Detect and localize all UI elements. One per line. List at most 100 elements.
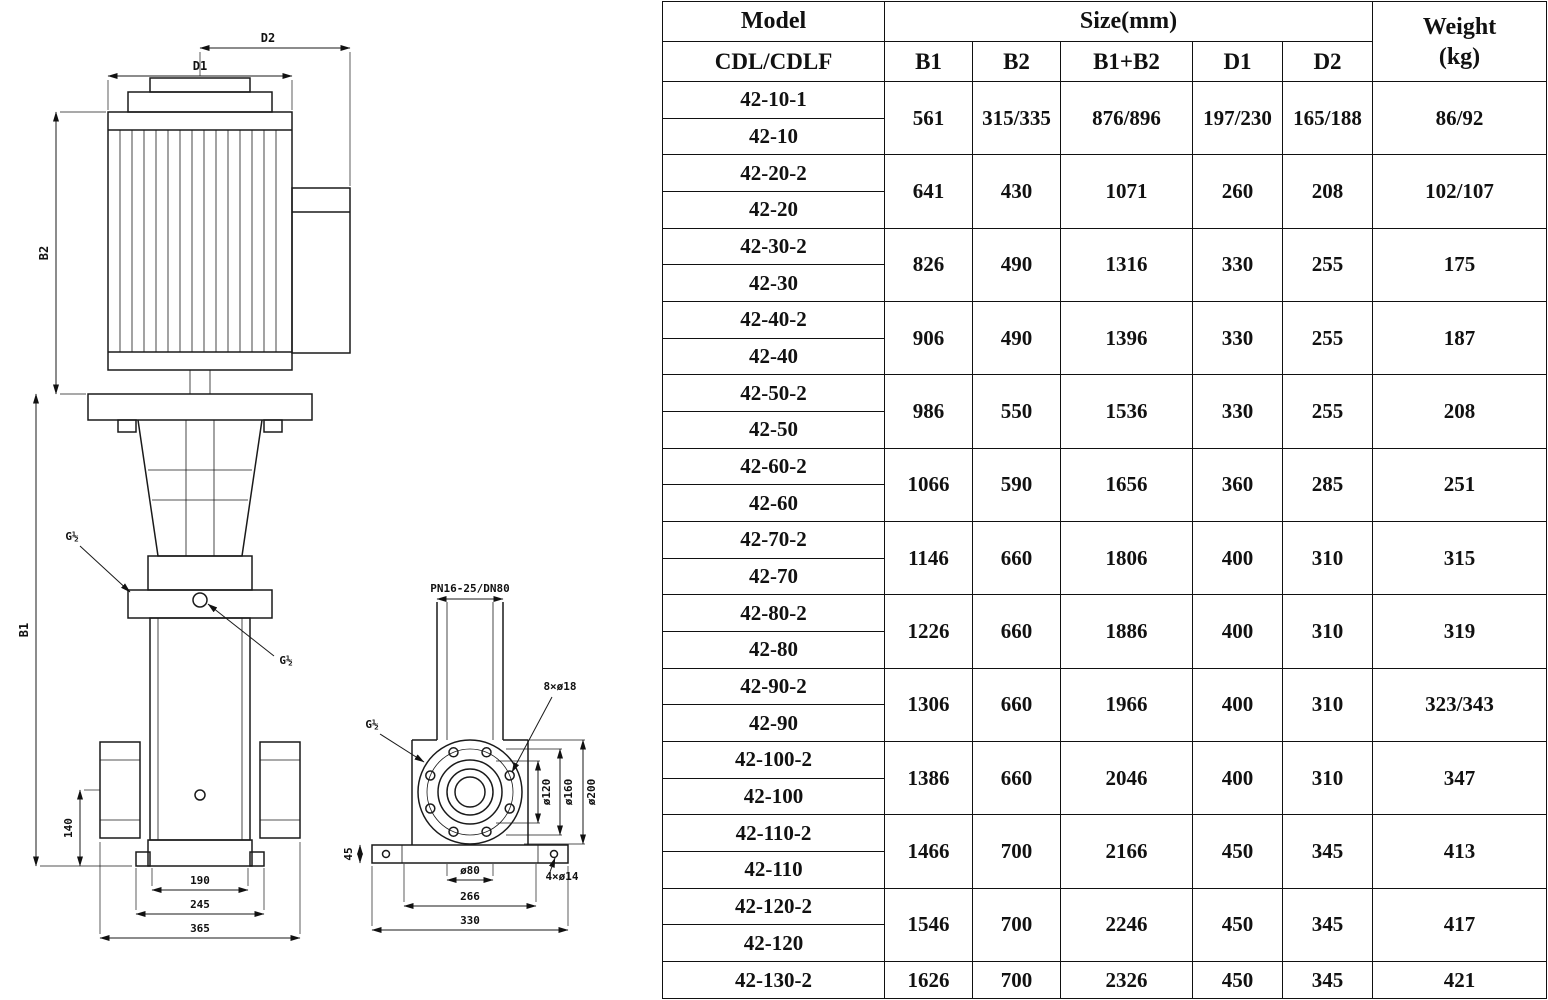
- junction-box: [291, 187, 351, 354]
- model-cell: 42-80: [662, 631, 885, 669]
- weight-cell: 323/343: [1372, 667, 1548, 743]
- d2-cell: 310: [1281, 594, 1374, 669]
- d2-cell: 165/188: [1281, 80, 1374, 156]
- d1-cell: 330: [1192, 227, 1283, 303]
- dim-label-dia80: ø80: [460, 864, 480, 877]
- b1b2-cell: 1396: [1060, 301, 1193, 376]
- b2-cell: 700: [972, 961, 1061, 999]
- b1-cell: 826: [884, 227, 973, 303]
- b1b2-cell: 1071: [1060, 154, 1193, 229]
- dim-label-dia200: ø200: [585, 779, 598, 806]
- base-bolt-hole: [549, 849, 559, 859]
- header-model: Model: [662, 1, 885, 42]
- b1b2-cell: 2166: [1060, 814, 1193, 889]
- pn-dn-label: PN16-25/DN80: [430, 582, 509, 595]
- b2-cell: 550: [972, 374, 1061, 449]
- d1-cell: 400: [1192, 521, 1283, 596]
- model-cell: 42-100-2: [662, 741, 885, 779]
- pump-front-view: [87, 77, 351, 867]
- weight-cell: 319: [1372, 594, 1548, 669]
- b1b2-cell: 1656: [1060, 447, 1193, 523]
- b1-cell: 906: [884, 301, 973, 376]
- gauge-port: [192, 592, 208, 608]
- d2-cell: 255: [1281, 227, 1374, 303]
- b1b2-cell: 1316: [1060, 227, 1193, 303]
- discharge-flange: [259, 741, 301, 839]
- weight-cell: 413: [1372, 814, 1548, 889]
- b2-cell: 590: [972, 447, 1061, 523]
- d1-cell: 400: [1192, 667, 1283, 743]
- d2-cell: 285: [1281, 447, 1374, 523]
- weight-cell: 175: [1372, 227, 1548, 303]
- header-weight-line2: (kg): [1438, 43, 1481, 70]
- weight-cell: 315: [1372, 521, 1548, 596]
- model-cell: 42-110: [662, 851, 885, 889]
- dim-label-d2: D2: [261, 31, 275, 45]
- base-bolt-hole: [381, 849, 391, 859]
- weight-cell: 86/92: [1372, 80, 1548, 156]
- model-cell: 42-90: [662, 704, 885, 743]
- flange-outer-circle: [417, 739, 523, 845]
- d1-cell: 197/230: [1192, 80, 1283, 156]
- flange-view-dimensions: PN16-25/DN80 8×ø18 ø120 ø160 ø200: [342, 582, 598, 933]
- table-row: 42-40: [662, 337, 1547, 376]
- b2-cell: 660: [972, 594, 1061, 669]
- b1b2-cell: 1886: [1060, 594, 1193, 669]
- d2-cell: 345: [1281, 887, 1374, 963]
- d1-cell: 450: [1192, 887, 1283, 963]
- header-b1: B1: [884, 41, 973, 82]
- b1b2-cell: 1966: [1060, 667, 1193, 743]
- model-cell: 42-70-2: [662, 521, 885, 559]
- table-header-row-1: Model Size(mm) Weight (kg): [662, 1, 1548, 82]
- model-cell: 42-90-2: [662, 667, 885, 706]
- b1-cell: 641: [884, 154, 973, 229]
- flange-view-base: [371, 844, 569, 864]
- weight-cell: 208: [1372, 374, 1548, 449]
- b2-cell: 430: [972, 154, 1061, 229]
- model-cell: 42-50: [662, 411, 885, 449]
- table-row: 42-100: [662, 777, 1547, 816]
- weight-cell: 417: [1372, 887, 1548, 963]
- table-row: 42-120: [662, 924, 1547, 963]
- table-header-row-2: CDL/CDLF B1 B2 B1+B2 D1 D2: [662, 41, 1547, 82]
- pump-base: [147, 839, 253, 867]
- d1-cell: 330: [1192, 301, 1283, 376]
- header-weight-line1: Weight: [1422, 13, 1497, 40]
- dim-label-330: 330: [460, 914, 480, 927]
- flange-bolt-holes: [425, 747, 515, 837]
- model-cell: 42-70: [662, 557, 885, 596]
- weight-cell: 421: [1372, 961, 1548, 999]
- b1-cell: 1546: [884, 887, 973, 963]
- suction-flange: [99, 741, 141, 839]
- b1b2-cell: 2046: [1060, 741, 1193, 816]
- dim-label-dia120: ø120: [540, 779, 553, 806]
- header-d1: D1: [1192, 41, 1283, 82]
- b1b2-cell: 2246: [1060, 887, 1193, 963]
- motor-stool-flange: [87, 393, 313, 421]
- d2-cell: 310: [1281, 521, 1374, 596]
- b1-cell: 1386: [884, 741, 973, 816]
- model-cell: 42-40-2: [662, 301, 885, 339]
- table-row: 42-60: [662, 484, 1547, 523]
- header-b2: B2: [972, 41, 1061, 82]
- dim-label-dia160: ø160: [562, 779, 575, 806]
- b1-cell: 1146: [884, 521, 973, 596]
- table-row: 42-30: [662, 264, 1547, 303]
- b2-cell: 660: [972, 741, 1061, 816]
- d2-cell: 310: [1281, 741, 1374, 816]
- model-cell: 42-80-2: [662, 594, 885, 633]
- d2-cell: 310: [1281, 667, 1374, 743]
- dim-label-b2: B2: [37, 246, 51, 260]
- header-weight: Weight (kg): [1372, 1, 1548, 82]
- d2-cell: 345: [1281, 814, 1374, 889]
- model-cell: 42-60-2: [662, 447, 885, 486]
